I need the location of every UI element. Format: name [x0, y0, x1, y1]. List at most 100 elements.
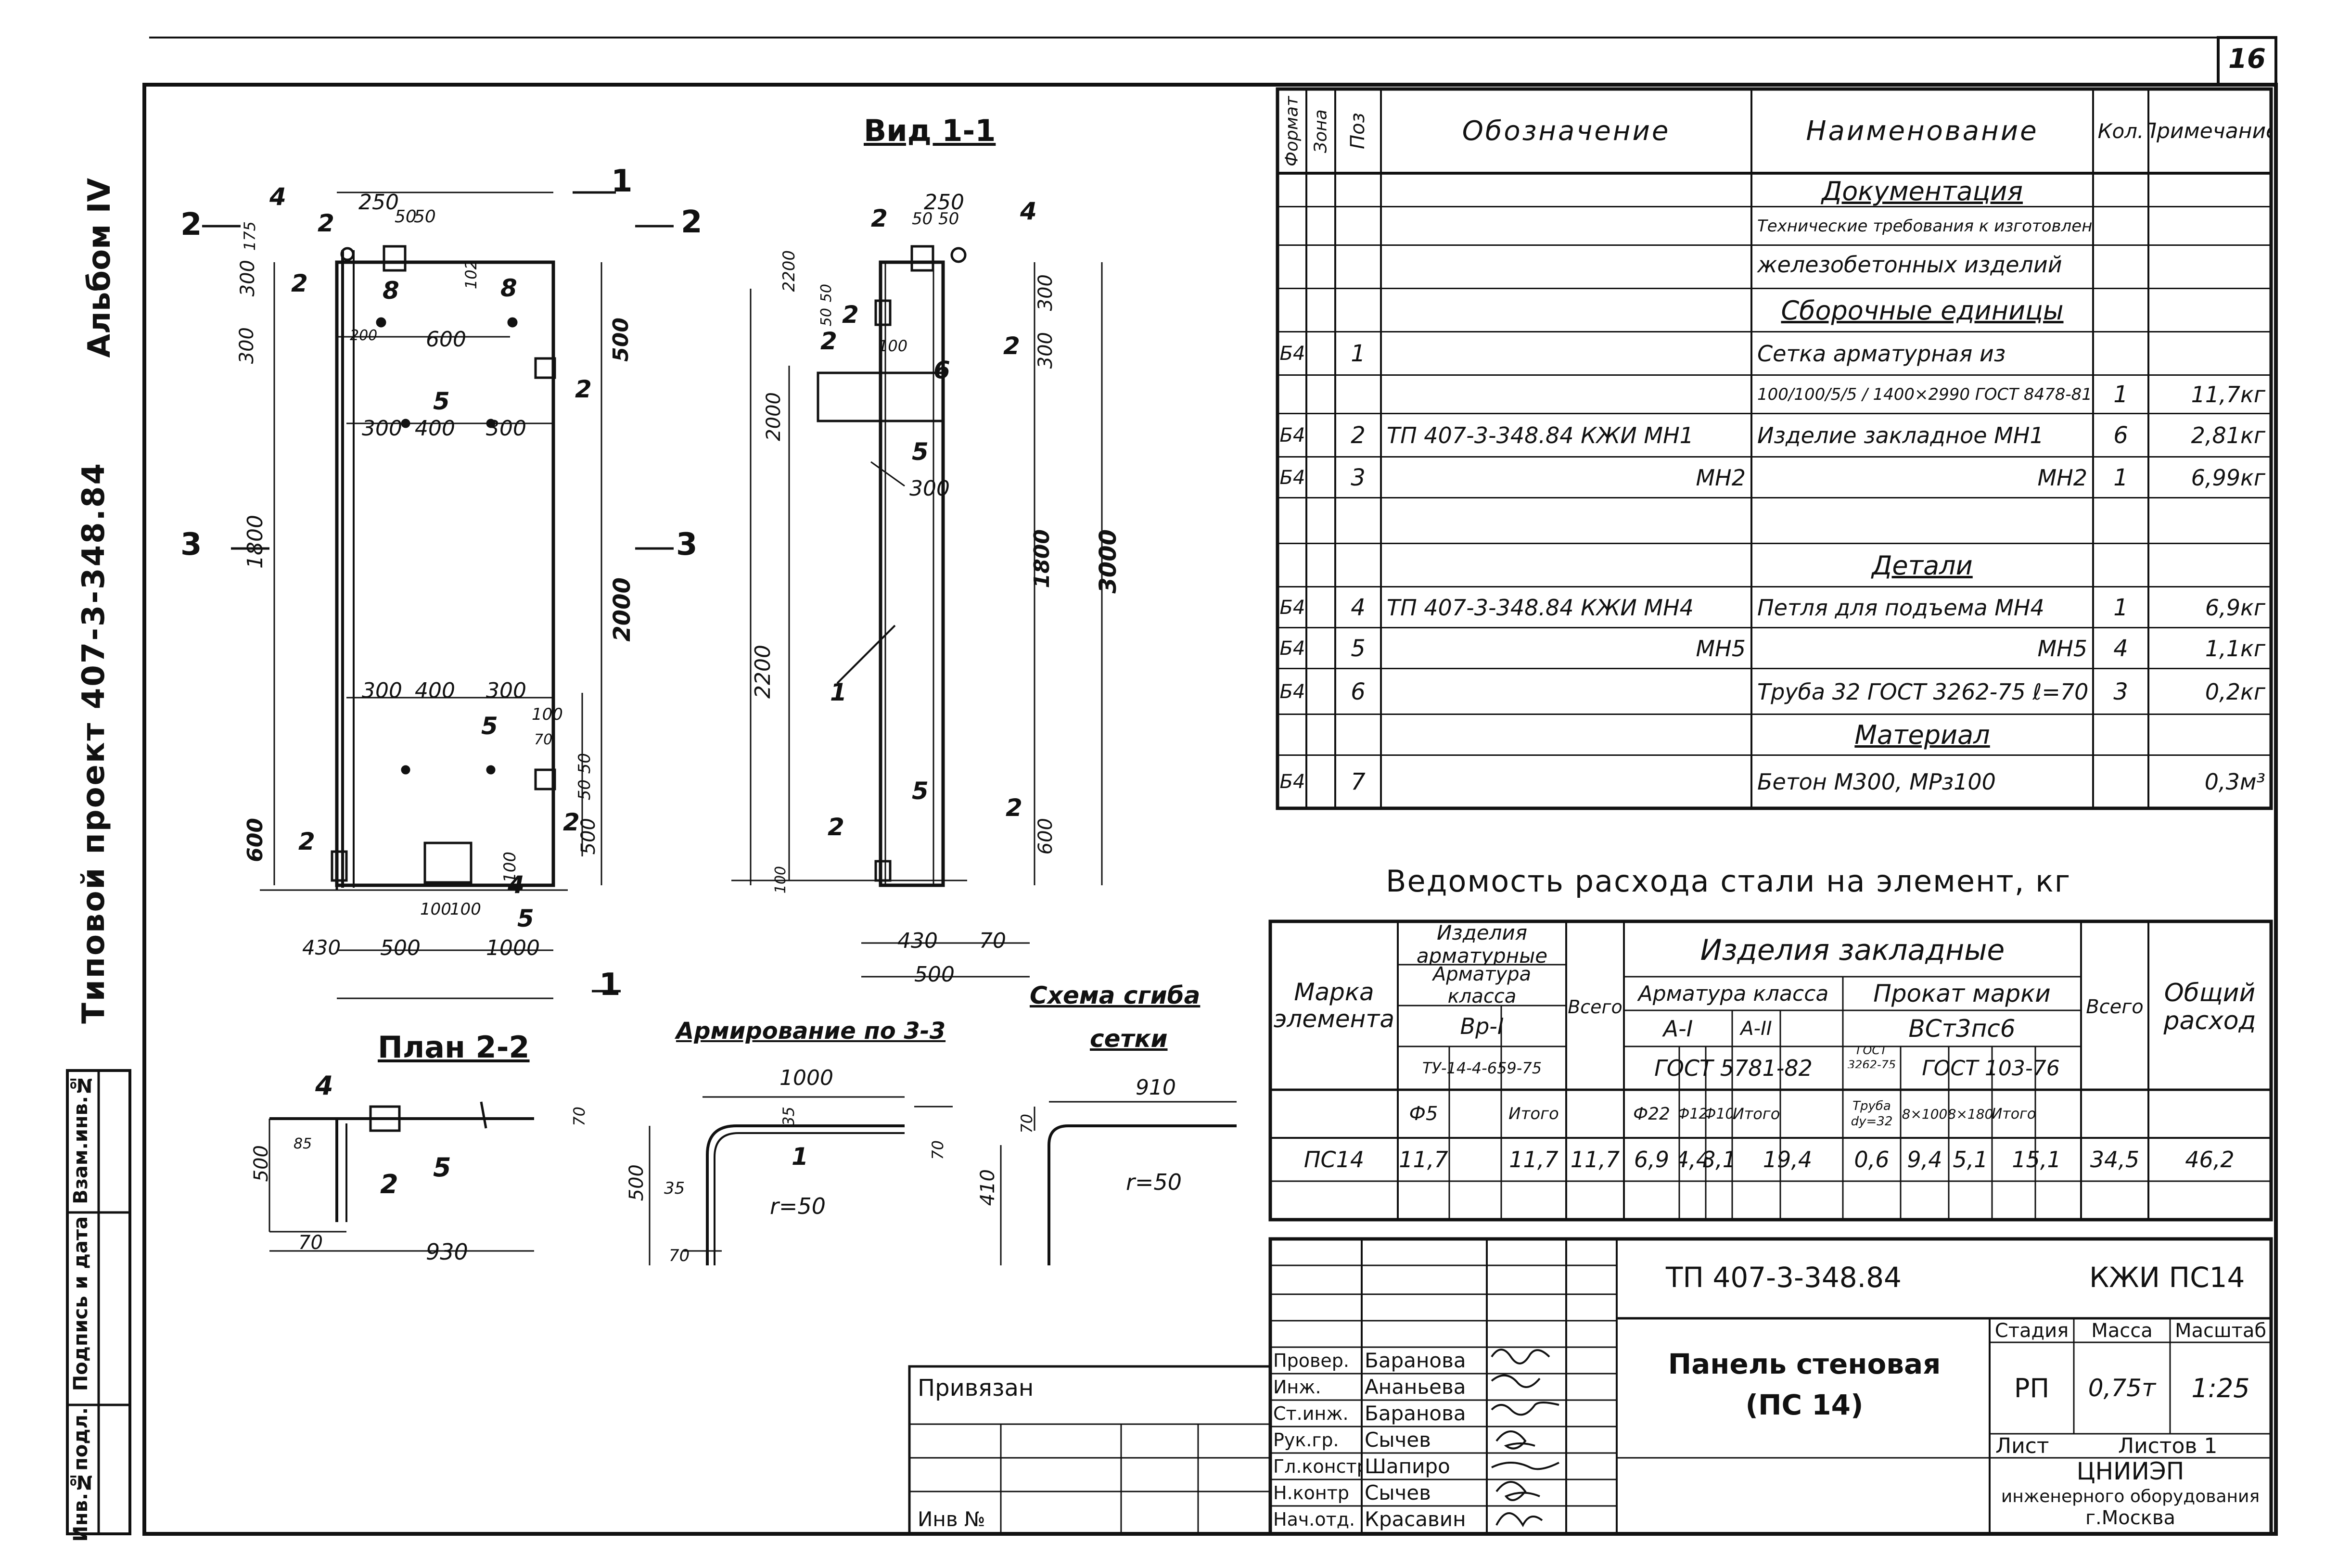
spec-format: Б4: [1279, 466, 1305, 489]
stamp-inv-podl: Инв.№подл.: [70, 1407, 92, 1542]
bend-title-1: Схема сгиба: [1030, 982, 1201, 1009]
spec-name: Технические требования к изготовлению сб…: [1757, 217, 2093, 236]
spec-note: [2148, 176, 2271, 207]
h-8x180: 8×180: [1949, 1106, 1992, 1122]
sheet-label: Лист: [1995, 1434, 2049, 1458]
steel-value: 8,1: [1706, 1147, 1732, 1173]
spec-format: Б4: [1279, 596, 1305, 619]
spec-designation: [1381, 544, 1751, 587]
reinf-dim-label: 35: [779, 1107, 798, 1126]
h-itogo: Итого: [1508, 1104, 1559, 1123]
spec-pos: 5: [1351, 635, 1366, 662]
side-dim-label: 100: [772, 866, 789, 894]
plan-dim-label: 70: [570, 1107, 588, 1126]
spec-note: [2148, 714, 2271, 755]
section-mark-3: 3: [180, 527, 202, 562]
spec-header-pos: Поз: [1347, 113, 1369, 150]
view-title: Вид 1-1: [864, 113, 996, 148]
spec-pos: [1335, 375, 1381, 414]
steel-value: [1449, 1138, 1501, 1181]
front-dim-label: 400: [415, 678, 455, 703]
spec-qty: [2093, 755, 2148, 808]
spec-qty: 1: [2113, 464, 2128, 491]
spec-row-divider: [1277, 206, 2271, 207]
signer-name: Ананьева: [1365, 1375, 1466, 1399]
spec-format: [1278, 498, 1306, 544]
spec-note: 2,81кг: [2191, 422, 2265, 448]
spec-note: [2148, 544, 2271, 587]
reinf-dim-label: 1000: [779, 1066, 833, 1090]
plan-position-label: 4: [315, 1071, 333, 1101]
front-dim-label: 175: [241, 221, 259, 251]
h-itogo2: Итого: [1732, 1105, 1780, 1123]
spec-note: 1,1кг: [2205, 635, 2265, 662]
bend-title-2: сетки: [1090, 1025, 1168, 1053]
privyazan-label: Привязан: [918, 1375, 1034, 1402]
spec-row-divider: [1277, 668, 2271, 669]
title-sheet-code: КЖИ ПС14: [2089, 1261, 2245, 1294]
spec-note: 6,9кг: [2205, 594, 2265, 621]
side-dim-label: 2200: [779, 250, 799, 292]
steel-value: 4,4: [1679, 1147, 1706, 1173]
side-dim-label: 250: [924, 190, 964, 215]
steel-value: 9,4: [1907, 1147, 1942, 1173]
reinf-dim-label: 500: [626, 1164, 648, 1201]
side-dim-label: 70: [979, 929, 1006, 953]
title-name-1: Панель стеновая: [1668, 1348, 1941, 1380]
spec-qty: [2093, 176, 2148, 207]
spec-pos: 6: [1351, 678, 1366, 705]
spec-name: Материал: [1854, 720, 1990, 750]
signer-name: Баранова: [1365, 1349, 1466, 1372]
steel-value: 46,2: [2185, 1147, 2235, 1173]
spec-qty: [2093, 498, 2148, 544]
spec-row-divider: [1277, 754, 2271, 756]
project-label: Типовой проект 407-3-348.84: [76, 462, 112, 1024]
side-dim-label: 50: [938, 209, 959, 229]
spec-note: [2148, 332, 2271, 375]
side-position-label: 2: [828, 813, 844, 841]
spec-format: [1278, 245, 1306, 284]
front-dim-label: 100: [532, 705, 563, 724]
signer-name: Сычев: [1365, 1428, 1431, 1452]
spec-format: [1278, 544, 1306, 587]
bend-dim-label: r=50: [1126, 1169, 1182, 1195]
reinforcement-title: Армирование по 3-3: [676, 1018, 946, 1045]
h-zakl: Изделия закладные: [1700, 933, 2005, 967]
side-dim-label: 100: [878, 337, 908, 355]
side-position-label: 2: [1003, 332, 1020, 360]
front-dim-label: 500: [609, 318, 633, 362]
spec-row-divider: [1277, 413, 2271, 414]
front-dim-label: 300: [237, 260, 259, 297]
h-total: Общий расход: [2163, 978, 2256, 1035]
stamp-signature-date: Подпись и дата: [70, 1216, 92, 1391]
front-position-label: 5: [517, 905, 534, 932]
spec-note: 0,3м³: [2204, 769, 2265, 795]
signer-name: Баранова: [1365, 1402, 1466, 1425]
side-dim-label: 2200: [751, 645, 775, 699]
stage-label: Стадия: [1994, 1320, 2069, 1342]
spec-header-designation: Обозначение: [1462, 115, 1671, 147]
front-dim-label: 70: [534, 731, 553, 748]
spec-name: МН2: [2037, 464, 2087, 491]
front-dim-label: 50: [414, 207, 436, 227]
reinf-position-label: 1: [792, 1143, 808, 1171]
h-arm-class: Арматура класса: [1432, 965, 1532, 1006]
signer-name: Сычев: [1365, 1481, 1431, 1504]
sheets-label: Листов 1: [2118, 1434, 2218, 1458]
spec-name: Изделие закладное МН1: [1757, 422, 2044, 448]
signer-role: Инж.: [1273, 1376, 1321, 1398]
spec-note: [2148, 498, 2271, 544]
stamp-vzam-inv: Взам.инв.№: [70, 1074, 92, 1204]
spec-name: Сетка арматурная из: [1757, 341, 2006, 367]
section-mark-1b: 1: [599, 967, 621, 1003]
h-gost3262: ГОСТ 3262-75: [1847, 1046, 1896, 1068]
h-f12: Ф12: [1679, 1105, 1706, 1122]
reinf-dim-label: 70: [929, 1140, 947, 1160]
plan-dim-label: 70: [298, 1232, 323, 1254]
bend-dim-label: 410: [977, 1169, 999, 1206]
steel-value: 5,1: [1953, 1147, 1988, 1173]
plan-position-label: 2: [380, 1169, 398, 1199]
side-position-label: 2: [820, 327, 837, 355]
spec-designation: [1381, 498, 1751, 544]
signer-name: Шапиро: [1365, 1454, 1450, 1478]
